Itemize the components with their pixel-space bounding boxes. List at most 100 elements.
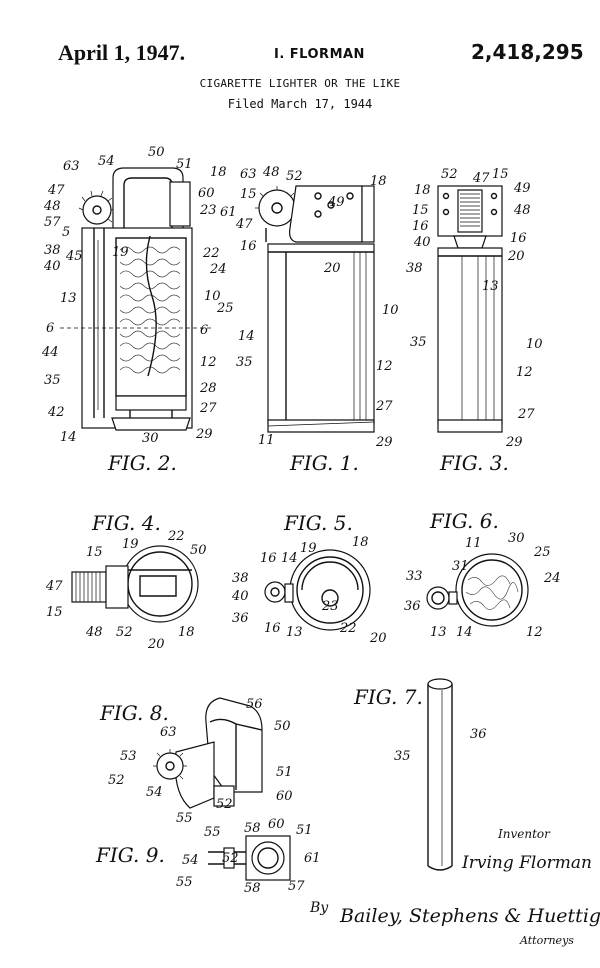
fig5-ref: 20 (369, 631, 387, 646)
fig3-ref: 15 (492, 167, 509, 182)
fig6-drawing (427, 554, 528, 626)
fig5-ref: 38 (232, 571, 249, 586)
fig6-label: FIG. 6. (429, 509, 499, 533)
fig3-ref: 10 (526, 337, 543, 352)
fig2-ref: 51 (176, 157, 193, 172)
fig2-ref: 5 (62, 225, 70, 240)
fig9-ref: 58 (244, 881, 261, 896)
fig1-label: FIG. 1. (289, 451, 359, 475)
fig1-ref: 47 (235, 217, 253, 232)
fig6-ref: 14 (456, 625, 473, 640)
fig1-ref: 52 (286, 169, 303, 184)
fig3-ref: 40 (413, 235, 431, 250)
fig4-ref: 19 (122, 537, 139, 552)
fig2-ref: 25 (216, 301, 234, 316)
fig1-ref: 15 (240, 187, 257, 202)
fig2-ref: 13 (60, 291, 77, 306)
fig2-ref: 30 (142, 431, 159, 446)
fig5-ref: 22 (339, 621, 357, 636)
fig2-ref: 6 (200, 323, 208, 338)
fig8-ref: 55 (176, 811, 193, 826)
fig4-ref: 47 (45, 579, 63, 594)
fig1-ref: 49 (327, 195, 345, 210)
fig4-ref: 22 (167, 529, 185, 544)
fig3-ref: 18 (414, 183, 431, 198)
fig9-ref: 51 (296, 823, 313, 838)
fig5-label: FIG. 5. (283, 511, 353, 535)
fig3-ref: 20 (507, 249, 525, 264)
fig6-ref: 13 (430, 625, 447, 640)
fig1-ref: 27 (375, 399, 393, 414)
fig2-ref: 50 (148, 145, 165, 160)
fig6-ref: 11 (465, 536, 482, 551)
fig8-drawing (153, 698, 262, 808)
fig6-ref: 30 (508, 531, 525, 546)
fig5-ref: 13 (286, 625, 303, 640)
fig2-ref: 45 (65, 249, 83, 264)
inventor-signature: Irving Florman (461, 853, 592, 873)
fig3-ref: 29 (505, 435, 523, 450)
fig1-ref: 12 (376, 359, 393, 374)
fig4-ref: 15 (46, 605, 63, 620)
fig2-ref: 47 (47, 183, 65, 198)
fig2-ref: 29 (195, 427, 213, 442)
fig4-ref: 48 (85, 625, 103, 640)
fig8-ref: 63 (160, 725, 177, 740)
fig2-ref: 44 (41, 345, 59, 360)
fig3-ref: 49 (513, 181, 531, 196)
fig1-ref: 29 (375, 435, 393, 450)
inventor-caption: Inventor (497, 827, 551, 841)
fig8-ref: 52 (108, 773, 125, 788)
fig8-label: FIG. 8. (99, 701, 169, 725)
fig1-ref: 11 (258, 433, 275, 448)
fig3-ref: 52 (441, 167, 458, 182)
fig1-ref: 35 (236, 355, 253, 370)
fig2-drawing (60, 168, 212, 430)
fig2-ref: 57 (44, 215, 61, 230)
fig9-ref: 60 (268, 817, 285, 832)
fig5-ref: 36 (232, 611, 249, 626)
fig1-ref: 63 (240, 167, 257, 182)
attorneys-signature: Bailey, Stephens & Huettig (339, 905, 600, 927)
fig9-ref: 55 (176, 875, 193, 890)
fig1-drawing (255, 186, 374, 432)
fig2-ref: 63 (63, 159, 80, 174)
fig2-ref: 54 (98, 154, 115, 169)
fig5-ref: 16 (260, 551, 277, 566)
fig6-ref: 25 (533, 545, 551, 560)
fig2-ref: 38 (44, 243, 61, 258)
by-label: By (309, 900, 329, 916)
fig2-ref: 6 (46, 321, 54, 336)
fig5-ref: 40 (231, 589, 249, 604)
fig3-ref: 13 (482, 279, 499, 294)
fig8-ref: 51 (276, 765, 293, 780)
fig4-ref: 50 (190, 543, 207, 558)
attorneys-caption: Attorneys (519, 934, 574, 947)
fig9-ref: 58 (244, 821, 261, 836)
fig2-ref: 61 (220, 205, 237, 220)
fig1-ref: 14 (238, 329, 255, 344)
fig8-ref: 53 (120, 749, 137, 764)
fig2-ref: 42 (47, 405, 65, 420)
fig9-ref: 57 (288, 879, 305, 894)
fig9-ref: 54 (182, 853, 199, 868)
fig4-ref: 18 (178, 625, 195, 640)
fig3-ref: 16 (412, 219, 429, 234)
fig9-drawing (208, 836, 290, 880)
fig5-ref: 14 (281, 551, 298, 566)
fig3-ref: 27 (517, 407, 535, 422)
fig7-drawing (428, 679, 452, 870)
fig3-ref: 12 (516, 365, 533, 380)
fig3-drawing (438, 186, 502, 432)
fig2-ref: 14 (60, 430, 77, 445)
fig9-ref: 55 (204, 825, 221, 840)
fig4-label: FIG. 4. (91, 511, 161, 535)
fig9-ref: 61 (304, 851, 321, 866)
fig5-ref: 18 (352, 535, 369, 550)
fig8-ref: 50 (274, 719, 291, 734)
fig8-ref: 60 (276, 789, 293, 804)
fig2-ref: 12 (200, 355, 217, 370)
fig2-ref: 28 (199, 381, 217, 396)
fig2-ref: 22 (202, 246, 220, 261)
